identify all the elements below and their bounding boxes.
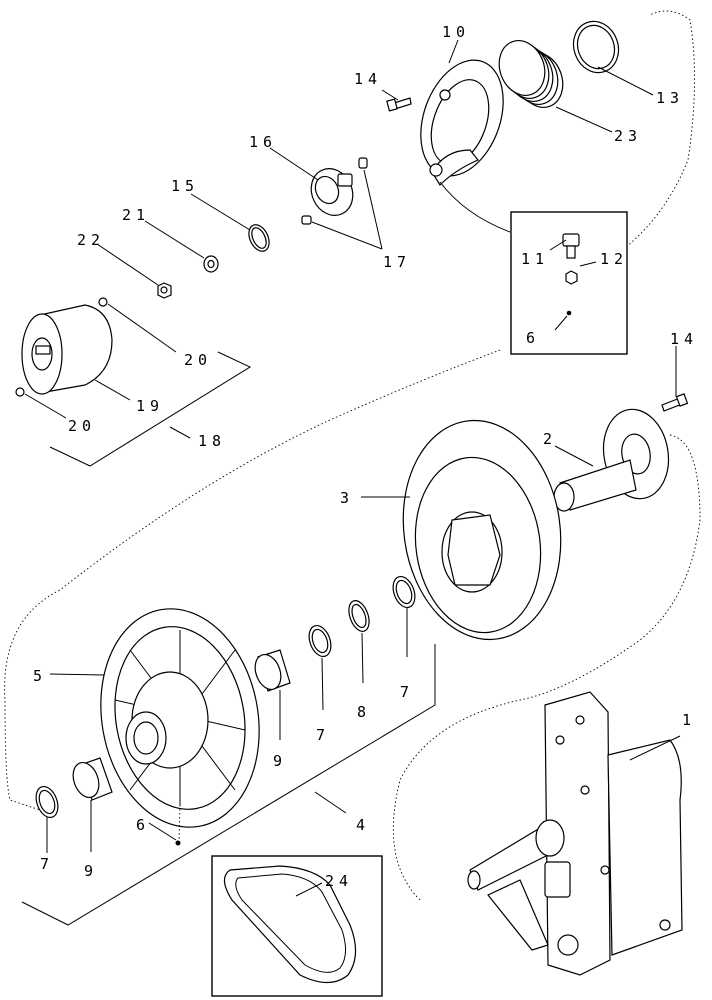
bolt-part-right <box>661 393 689 412</box>
leader-lines <box>21 39 681 926</box>
shaft-part <box>553 408 670 512</box>
pulley-part <box>100 608 260 828</box>
pin-part-inset <box>566 310 572 316</box>
callout-24: 24 <box>325 872 353 890</box>
bracket-plate-part <box>420 59 504 186</box>
detail-leader-curve <box>439 181 511 233</box>
hub-collar-part <box>15 297 113 397</box>
callout-labels: 1 2 3 4 5 6 6 7 7 7 8 9 9 10 11 12 13 14… <box>33 23 698 890</box>
callout-7-mid: 7 <box>316 726 330 744</box>
pin-part <box>175 840 181 846</box>
snap-ring-part-8 <box>348 600 370 632</box>
sheave-disc-part <box>402 419 562 641</box>
callout-6-inset: 6 <box>526 329 540 347</box>
callout-7-bottom: 7 <box>40 855 54 873</box>
snap-ring-part <box>248 224 270 252</box>
callout-9-bottom: 9 <box>84 862 98 880</box>
callout-1: 1 <box>682 711 696 729</box>
callout-15: 15 <box>171 177 199 195</box>
callout-16: 16 <box>249 133 277 151</box>
callout-6: 6 <box>136 816 150 834</box>
seal-ring-part <box>572 20 620 74</box>
set-screw-part <box>301 157 368 225</box>
retaining-ring-part <box>392 575 416 609</box>
callout-21: 21 <box>122 206 150 224</box>
callout-2: 2 <box>543 430 557 448</box>
callout-12: 12 <box>600 250 628 268</box>
callout-22: 22 <box>77 231 105 249</box>
callout-11: 11 <box>521 250 549 268</box>
belt-part <box>223 865 357 984</box>
upper-right-boundary <box>599 10 695 266</box>
nut-part <box>157 282 172 299</box>
bearing-part <box>310 168 354 216</box>
callout-8: 8 <box>357 703 371 721</box>
pin-dashed-leader <box>178 804 181 841</box>
retaining-ring-part-bottom <box>35 785 59 819</box>
callout-23: 23 <box>614 127 642 145</box>
bushing-part-bottom <box>72 757 113 801</box>
retaining-ring-part-mid <box>308 624 332 658</box>
callout-18: 18 <box>198 432 226 450</box>
callout-20-left: 20 <box>68 417 96 435</box>
callout-7-top: 7 <box>400 683 414 701</box>
callout-20-right: 20 <box>184 351 212 369</box>
callout-9-top: 9 <box>273 752 287 770</box>
callout-5: 5 <box>33 667 47 685</box>
screw-part <box>562 233 580 259</box>
callout-14-top: 14 <box>354 70 382 88</box>
bolt-part <box>386 97 412 112</box>
callout-14-right: 14 <box>670 330 698 348</box>
callout-3: 3 <box>340 489 354 507</box>
hex-nut-part <box>565 270 578 285</box>
spring-part <box>498 40 564 108</box>
callout-17: 17 <box>383 253 411 271</box>
lower-right-boundary <box>392 434 701 901</box>
upper-assembly-boundary <box>4 349 501 811</box>
callout-13: 13 <box>656 89 684 107</box>
callout-4: 4 <box>356 816 370 834</box>
detail-inset-box <box>510 211 628 355</box>
belt-inset-box <box>211 855 383 997</box>
callout-19: 19 <box>136 397 164 415</box>
bushing-part <box>254 649 291 692</box>
washer-part <box>203 255 219 273</box>
gearbox-part <box>467 691 683 976</box>
callout-10: 10 <box>442 23 470 41</box>
